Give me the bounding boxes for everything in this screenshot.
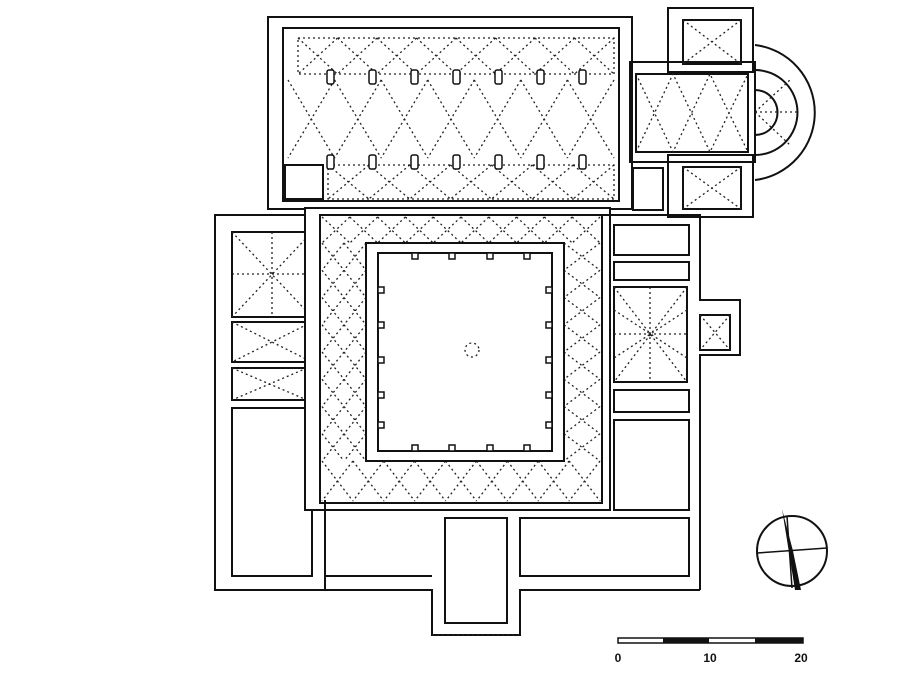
- north-wing-vaults: [287, 37, 615, 200]
- buttress: [377, 286, 385, 294]
- cloister: [304, 207, 611, 511]
- north-tower-outer: [667, 7, 754, 73]
- east-room-4: [613, 419, 690, 511]
- pier: [578, 69, 587, 85]
- south-outer-wall: [215, 589, 700, 636]
- pier: [536, 69, 545, 85]
- buttress: [411, 444, 419, 452]
- north-tower-vault: [682, 19, 742, 65]
- scale-segment-2: [663, 638, 709, 643]
- pier: [410, 69, 419, 85]
- east-room-1: [613, 224, 690, 256]
- pier: [410, 154, 419, 170]
- buttress: [486, 444, 494, 452]
- buttress: [448, 444, 456, 452]
- pier: [326, 69, 335, 85]
- buttress: [545, 356, 553, 364]
- cloister-south-walk-vaults: [321, 460, 601, 502]
- north-wing-piers: [326, 69, 587, 170]
- pier: [368, 69, 377, 85]
- pier: [494, 154, 503, 170]
- buttress: [545, 321, 553, 329]
- buttress: [545, 421, 553, 429]
- compass-needle: [782, 509, 801, 590]
- north-wing-small-room: [284, 164, 324, 200]
- courtyard-buttresses: [377, 252, 553, 452]
- north-aisle-vaults: [297, 37, 615, 75]
- buttress: [377, 391, 385, 399]
- scale-label-10: 10: [703, 651, 717, 665]
- east-south-room: [519, 517, 690, 577]
- east-wing: [519, 214, 741, 590]
- courtyard-outer-wall: [365, 242, 565, 462]
- east-room-3: [613, 389, 690, 413]
- pier: [326, 154, 335, 170]
- pier: [494, 69, 503, 85]
- apse-ribs: [754, 79, 797, 146]
- buttress: [448, 252, 456, 260]
- south-west-room: [324, 500, 432, 577]
- north-aisle: [297, 37, 615, 75]
- south-tower-inner: [682, 166, 742, 210]
- buttress: [486, 252, 494, 260]
- cloister-vaults: [321, 216, 601, 502]
- chapel: [629, 7, 816, 218]
- sacristy-room: [632, 167, 664, 211]
- nave-vaults: [287, 79, 615, 159]
- north-wing: [267, 16, 633, 210]
- north-wing-inner-wall: [282, 27, 620, 202]
- scale-label-0: 0: [615, 651, 622, 665]
- apse-core: [754, 89, 779, 136]
- chapter-house-vaults: [613, 286, 688, 383]
- buttress: [377, 356, 385, 364]
- north-tower-inner: [682, 19, 742, 65]
- east-room-2: [613, 261, 690, 281]
- east-annex: [699, 314, 731, 351]
- chapel-vaults: [635, 72, 749, 154]
- south-aisle-vaults: [327, 164, 615, 200]
- south-tower-outer: [667, 154, 754, 218]
- courtyard: [377, 252, 553, 452]
- west-rooms-vaults: [231, 231, 313, 401]
- east-wing-outer-wall: [602, 214, 741, 590]
- west-large-room: [231, 407, 313, 577]
- cloister-walk-outer: [319, 214, 603, 504]
- scale-bar: 0 10 20: [615, 637, 808, 665]
- pier: [452, 69, 461, 85]
- well-icon: [464, 342, 480, 358]
- buttress: [377, 321, 385, 329]
- buttress: [411, 252, 419, 260]
- buttress: [523, 444, 531, 452]
- pier: [452, 154, 461, 170]
- apse-inner-wall: [754, 69, 799, 156]
- south-tower-vault: [682, 166, 742, 210]
- south-porch: [444, 517, 508, 624]
- buttress: [545, 286, 553, 294]
- buttress: [377, 421, 385, 429]
- buttress: [523, 252, 531, 260]
- pier: [368, 154, 377, 170]
- apse-outer-wall: [754, 44, 816, 181]
- north-arrow-icon: [756, 509, 828, 590]
- buttress: [545, 391, 553, 399]
- pier: [578, 154, 587, 170]
- scale-segment-4: [755, 638, 803, 643]
- south-range: [215, 500, 700, 636]
- east-annex-vault: [699, 314, 731, 351]
- pier: [536, 154, 545, 170]
- chapel-inner-wall: [635, 73, 749, 153]
- scale-label-20: 20: [794, 651, 808, 665]
